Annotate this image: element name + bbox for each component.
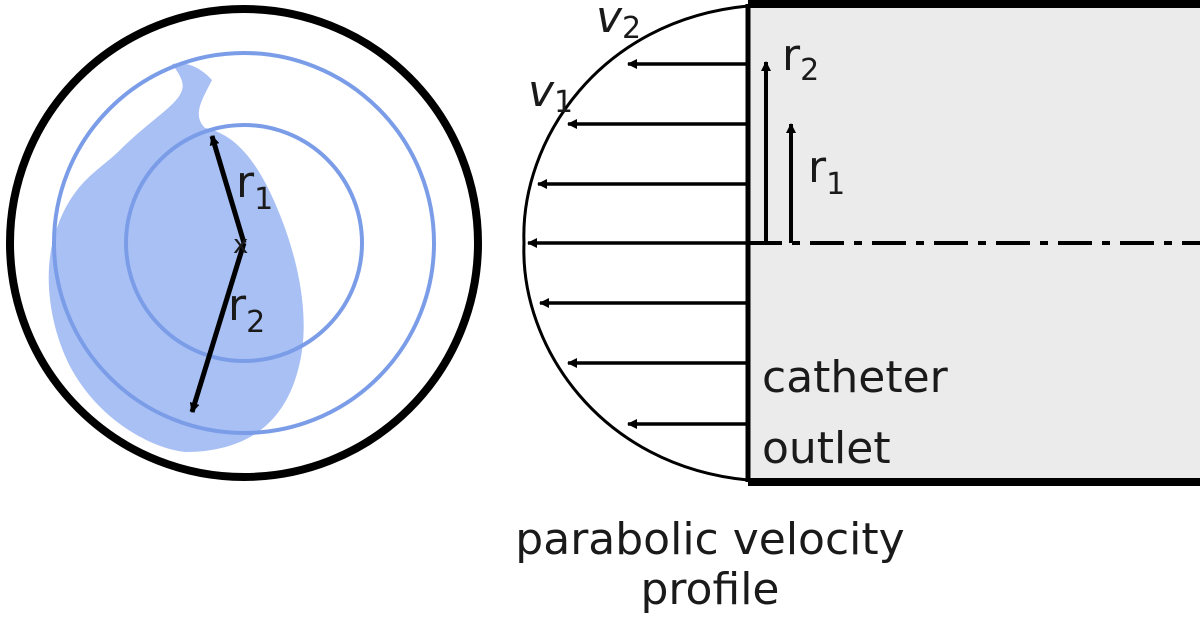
- v1-label: v1: [528, 66, 573, 120]
- parabolic-profile-curve: [522, 4, 749, 482]
- caption-line-2: profile: [640, 564, 780, 615]
- velocity-profile-panel: v1 v2 r2 r1 catheter outlet: [522, 0, 1200, 486]
- center-mark: x: [233, 230, 248, 260]
- caption: parabolic velocity profile: [440, 515, 980, 615]
- left-r2-label: r2: [228, 280, 265, 340]
- catheter-label: catheter: [762, 352, 949, 403]
- left-r1-label: r1: [236, 157, 273, 217]
- radius-ring-r2: [52, 51, 436, 435]
- flow-jet-region: [48, 63, 304, 453]
- caption-line-1: parabolic velocity: [515, 514, 905, 565]
- outlet-label: outlet: [762, 423, 891, 474]
- vessel-cross-section: x r1 r2: [6, 5, 482, 481]
- catheter-r1-label: r1: [808, 142, 845, 202]
- r1-arrow: [209, 135, 247, 244]
- vessel-wall: [6, 5, 482, 481]
- r2-arrow: [189, 242, 247, 413]
- catheter-r2-label: r2: [782, 30, 819, 88]
- radius-ring-r1: [124, 123, 364, 363]
- v2-label: v2: [596, 0, 641, 46]
